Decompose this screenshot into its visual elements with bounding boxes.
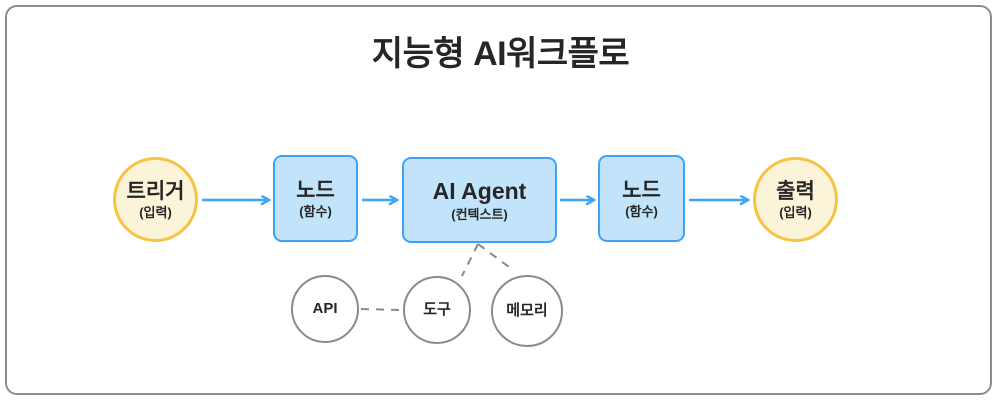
memory-label: 메모리: [506, 301, 548, 319]
trigger-sublabel: (입력): [139, 205, 172, 221]
node2-node: 노드 (함수): [598, 155, 685, 242]
node2-label: 노드: [622, 178, 661, 202]
output-node: 출력 (입력): [753, 157, 838, 242]
node2-sublabel: (함수): [625, 204, 658, 220]
node1-label: 노드: [296, 178, 335, 202]
node1-node: 노드 (함수): [273, 155, 358, 242]
ai-agent-label: AI Agent: [432, 178, 527, 205]
output-sublabel: (입력): [779, 205, 812, 221]
trigger-label: 트리거: [126, 179, 185, 203]
api-resource-node: API: [291, 275, 359, 343]
diagram-title: 지능형 AI워크플로: [371, 35, 630, 73]
output-label: 출력: [776, 179, 815, 203]
trigger-node: 트리거 (입력): [113, 157, 198, 242]
node1-sublabel: (함수): [299, 204, 332, 220]
memory-resource-node: 메모리: [491, 275, 563, 347]
ai-agent-node: AI Agent (컨텍스트): [402, 157, 557, 243]
ai-agent-sublabel: (컨텍스트): [451, 206, 508, 222]
api-label: API: [312, 299, 338, 317]
tool-resource-node: 도구: [403, 276, 471, 344]
tool-label: 도구: [423, 300, 451, 318]
